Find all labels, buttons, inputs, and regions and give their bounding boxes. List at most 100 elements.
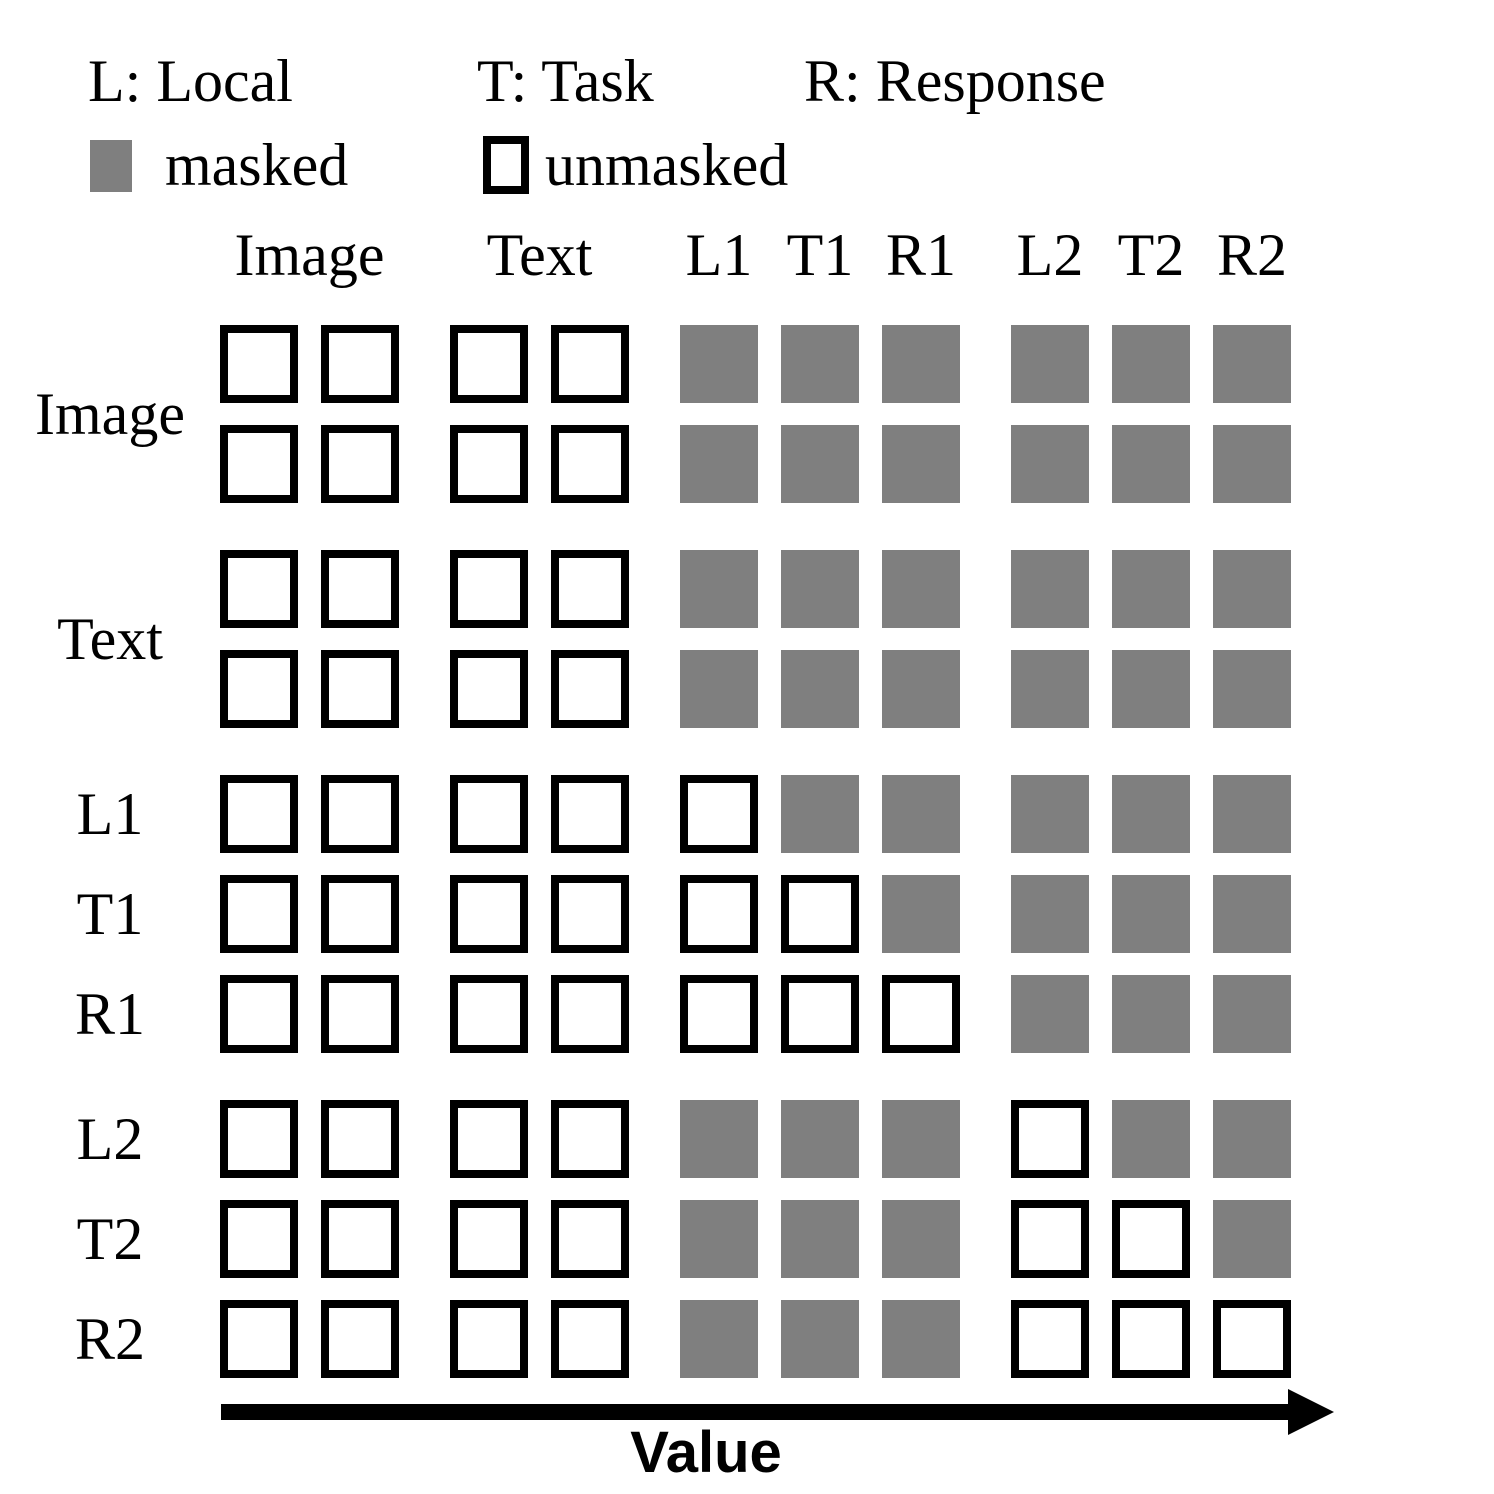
unmasked-cell (450, 875, 528, 953)
cell-row (220, 425, 1291, 503)
row-group-r2: R2 (0, 1300, 1291, 1378)
unmasked-cell (220, 1300, 298, 1378)
masked-cell (882, 775, 960, 853)
row-label-image: Image (35, 381, 185, 447)
unmasked-swatch-icon (483, 136, 529, 194)
unmasked-cell (321, 875, 399, 953)
unmasked-cell (450, 325, 528, 403)
unmasked-cell (1011, 1300, 1089, 1378)
row-group-cells (220, 550, 1291, 728)
row-group-t1: T1 (0, 875, 1291, 953)
row-group-cells (220, 775, 1291, 853)
masked-cell (882, 550, 960, 628)
masked-cell (1213, 775, 1291, 853)
cell-row (220, 1100, 1291, 1178)
column-header-l2: L2 (1016, 222, 1084, 288)
cell-row (220, 325, 1291, 403)
masked-cell (781, 1200, 859, 1278)
masked-cell (680, 1200, 758, 1278)
row-label-r2: R2 (74, 1306, 146, 1372)
masked-cell (781, 425, 859, 503)
masked-cell (882, 875, 960, 953)
masked-cell (1213, 1200, 1291, 1278)
unmasked-cell (450, 1200, 528, 1278)
cell-row (220, 650, 1291, 728)
row-group-cells (220, 875, 1291, 953)
masked-cell (680, 1100, 758, 1178)
unmasked-cell (551, 325, 629, 403)
unmasked-cell (882, 975, 960, 1053)
row-group-cells (220, 975, 1291, 1053)
masked-cell (680, 425, 758, 503)
masked-cell (1112, 1100, 1190, 1178)
row-group-l1: L1 (0, 775, 1291, 853)
unmasked-cell (321, 425, 399, 503)
unmasked-cell (551, 1300, 629, 1378)
column-header-t1: T1 (786, 222, 854, 288)
unmasked-cell (551, 875, 629, 953)
row-group-cells (220, 1200, 1291, 1278)
unmasked-cell (450, 1100, 528, 1178)
row-label-t2: T2 (76, 1206, 144, 1272)
legend-masked-label: masked (165, 132, 349, 198)
unmasked-cell (1112, 1300, 1190, 1378)
masked-cell (882, 1300, 960, 1378)
masked-cell (1213, 875, 1291, 953)
masked-cell (680, 550, 758, 628)
unmasked-cell (321, 1100, 399, 1178)
cell-row (220, 875, 1291, 953)
row-label-l2: L2 (76, 1106, 144, 1172)
column-header-text: Text (486, 222, 593, 288)
unmasked-cell (220, 425, 298, 503)
column-header-r2: R2 (1216, 222, 1288, 288)
masked-cell (1112, 425, 1190, 503)
unmasked-cell (321, 775, 399, 853)
row-group-text: Text (0, 550, 1291, 728)
masked-cell (1011, 975, 1089, 1053)
row-label-t1: T1 (76, 881, 144, 947)
masked-swatch-icon (90, 140, 132, 192)
unmasked-cell (1112, 1200, 1190, 1278)
unmasked-cell (1011, 1100, 1089, 1178)
row-group-cells (220, 325, 1291, 503)
unmasked-cell (220, 650, 298, 728)
masked-cell (781, 650, 859, 728)
value-axis-label: Value (630, 1420, 782, 1485)
masked-cell (882, 1100, 960, 1178)
masked-cell (1011, 425, 1089, 503)
unmasked-cell (450, 650, 528, 728)
unmasked-cell (321, 325, 399, 403)
unmasked-cell (551, 650, 629, 728)
unmasked-cell (450, 775, 528, 853)
masked-cell (680, 1300, 758, 1378)
unmasked-cell (551, 1100, 629, 1178)
masked-cell (1011, 775, 1089, 853)
masked-cell (1112, 975, 1190, 1053)
unmasked-cell (220, 1100, 298, 1178)
unmasked-cell (551, 425, 629, 503)
masked-cell (882, 425, 960, 503)
masked-cell (781, 775, 859, 853)
unmasked-cell (220, 325, 298, 403)
unmasked-cell (1011, 1200, 1089, 1278)
unmasked-cell (551, 1200, 629, 1278)
masked-cell (1213, 425, 1291, 503)
unmasked-cell (551, 975, 629, 1053)
cell-row (220, 1300, 1291, 1378)
column-header-t2: T2 (1117, 222, 1185, 288)
masked-cell (882, 325, 960, 403)
row-group-cells (220, 1100, 1291, 1178)
unmasked-cell (220, 775, 298, 853)
unmasked-cell (321, 1300, 399, 1378)
row-label-l1: L1 (76, 781, 144, 847)
masked-cell (1213, 1100, 1291, 1178)
unmasked-cell (781, 975, 859, 1053)
masked-cell (1112, 550, 1190, 628)
masked-cell (882, 650, 960, 728)
row-group-r1: R1 (0, 975, 1291, 1053)
masked-cell (1213, 550, 1291, 628)
row-group-l2: L2 (0, 1100, 1291, 1178)
row-group-cells (220, 1300, 1291, 1378)
